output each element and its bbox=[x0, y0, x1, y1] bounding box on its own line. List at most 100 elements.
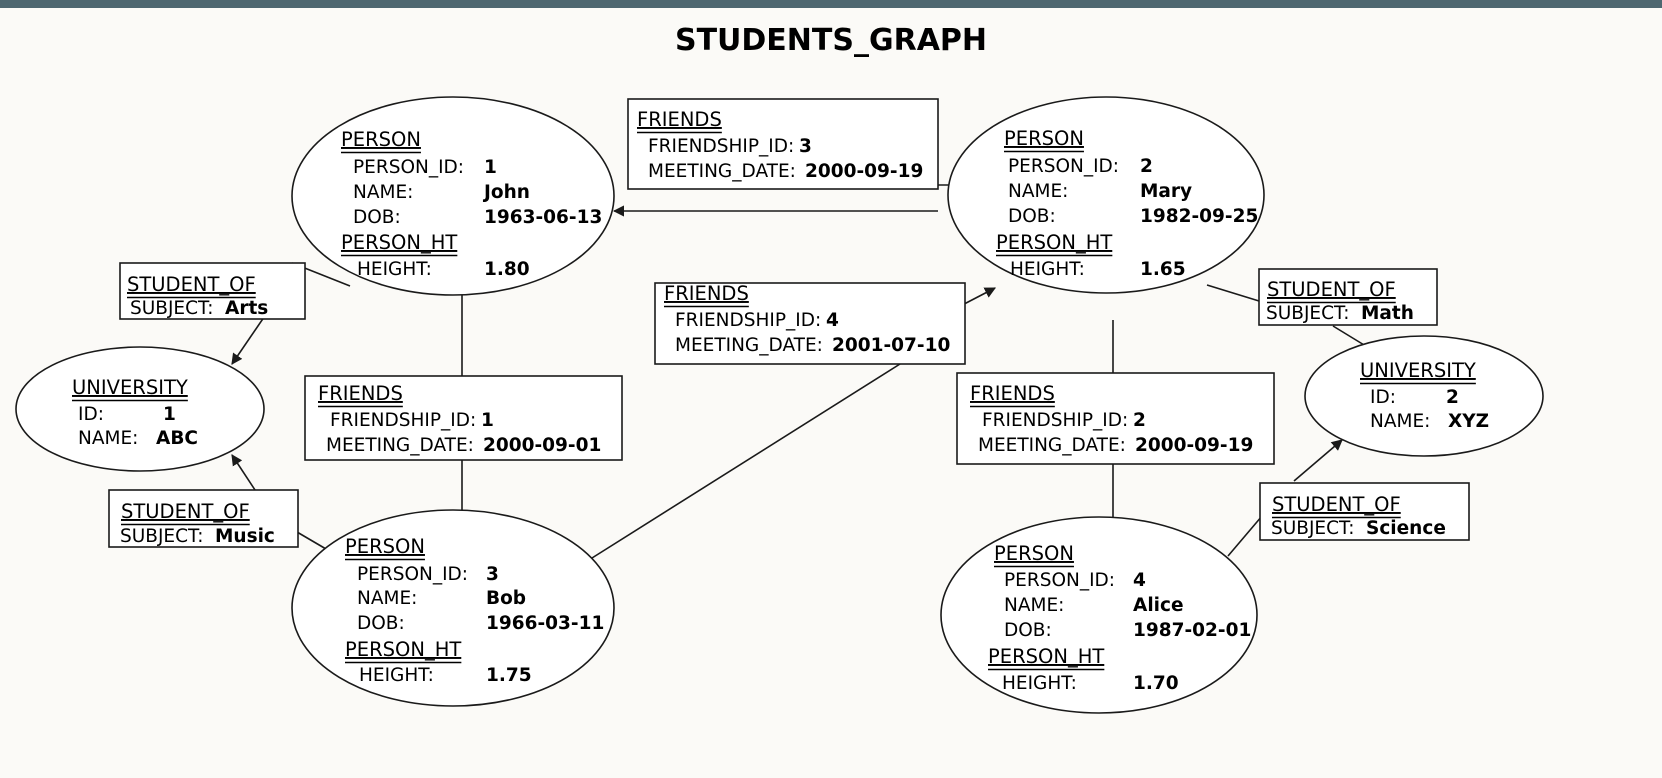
node-university1[interactable]: UNIVERSITY ID: 1 NAME: ABC bbox=[15, 346, 265, 472]
node-university2[interactable]: UNIVERSITY ID: 2 NAME: XYZ bbox=[1304, 335, 1544, 457]
edge-box-rect bbox=[1259, 482, 1470, 541]
edge-box-rect bbox=[119, 262, 306, 320]
row-value: 1 bbox=[163, 404, 176, 425]
row-value: 2000-09-01 bbox=[483, 435, 601, 456]
row-key: PERSON_ID: bbox=[1004, 570, 1115, 591]
row-value: 1.75 bbox=[486, 665, 532, 686]
row-key: ID: bbox=[78, 404, 104, 425]
node-person1[interactable]: PERSON PERSON_ID: 1 NAME: John DOB: 1963… bbox=[291, 96, 615, 296]
edge-label: STUDENT_OF bbox=[1272, 493, 1401, 516]
row-key: NAME: bbox=[1370, 411, 1430, 432]
row-key: MEETING_DATE: bbox=[648, 161, 796, 182]
row-key: NAME: bbox=[357, 588, 417, 609]
node-ellipse bbox=[291, 96, 615, 296]
row-value: XYZ bbox=[1448, 411, 1489, 432]
row-value: 2 bbox=[1140, 156, 1153, 177]
row-key: PERSON_ID: bbox=[357, 564, 468, 585]
row-value: 2 bbox=[1133, 410, 1146, 431]
edge-box-student-of-arts[interactable]: STUDENT_OF SUBJECT: Arts bbox=[119, 262, 306, 320]
row-value: 1.80 bbox=[484, 259, 530, 280]
connector-bob-to-friends4 bbox=[591, 363, 901, 559]
row-value: ABC bbox=[156, 428, 198, 449]
row-value: 4 bbox=[1133, 570, 1146, 591]
row-key: ID: bbox=[1370, 387, 1396, 408]
row-value: 1966-03-11 bbox=[486, 613, 604, 634]
row-value: John bbox=[482, 182, 530, 203]
row-key: SUBJECT: bbox=[1271, 518, 1355, 539]
node-label-secondary: PERSON_HT bbox=[345, 638, 461, 661]
row-value: Mary bbox=[1140, 181, 1192, 202]
row-value: Science bbox=[1366, 518, 1446, 539]
edge-label: STUDENT_OF bbox=[127, 273, 256, 296]
edge-box-student-of-music[interactable]: STUDENT_OF SUBJECT: Music bbox=[108, 489, 299, 548]
row-value: 1 bbox=[484, 157, 497, 178]
edge-box-rect bbox=[956, 372, 1275, 465]
row-value: Math bbox=[1361, 303, 1414, 324]
row-value: Alice bbox=[1133, 595, 1184, 616]
connector-student-of-science-to-university-xyz bbox=[1293, 439, 1343, 482]
row-key: DOB: bbox=[1004, 620, 1052, 641]
row-value: 4 bbox=[826, 310, 839, 331]
row-key: DOB: bbox=[357, 613, 405, 634]
row-value: Music bbox=[215, 526, 275, 547]
node-label-secondary: PERSON_HT bbox=[996, 231, 1112, 254]
connector-mary-to-student-of-math bbox=[1206, 284, 1260, 302]
edge-box-rect bbox=[108, 489, 299, 548]
row-key: SUBJECT: bbox=[120, 526, 204, 547]
row-key: HEIGHT: bbox=[1010, 259, 1085, 280]
row-key: HEIGHT: bbox=[357, 259, 432, 280]
node-person2[interactable]: PERSON PERSON_ID: 2 NAME: Mary DOB: 1982… bbox=[947, 96, 1265, 294]
row-key: NAME: bbox=[353, 182, 413, 203]
row-key: SUBJECT: bbox=[1266, 303, 1350, 324]
row-value: 3 bbox=[799, 136, 812, 157]
node-ellipse bbox=[15, 346, 265, 472]
node-label-secondary: PERSON_HT bbox=[988, 645, 1104, 668]
node-label-primary: UNIVERSITY bbox=[72, 376, 188, 399]
row-value: 2 bbox=[1446, 387, 1459, 408]
row-key: PERSON_ID: bbox=[1008, 156, 1119, 177]
row-key: FRIENDSHIP_ID: bbox=[648, 136, 794, 157]
node-label-primary: UNIVERSITY bbox=[1360, 359, 1476, 382]
row-key: HEIGHT: bbox=[359, 665, 434, 686]
row-value: 2000-09-19 bbox=[1135, 435, 1253, 456]
node-person3[interactable]: PERSON PERSON_ID: 3 NAME: Bob DOB: 1966-… bbox=[291, 509, 615, 707]
row-value: 1987-02-01 bbox=[1133, 620, 1251, 641]
edge-box-friends3[interactable]: FRIENDS FRIENDSHIP_ID: 3 MEETING_DATE: 2… bbox=[627, 98, 939, 190]
row-key: DOB: bbox=[353, 207, 401, 228]
row-key: HEIGHT: bbox=[1002, 673, 1077, 694]
row-key: SUBJECT: bbox=[130, 298, 214, 319]
edge-box-friends4[interactable]: FRIENDS FRIENDSHIP_ID: 4 MEETING_DATE: 2… bbox=[654, 282, 966, 365]
edge-box-student-of-science[interactable]: STUDENT_OF SUBJECT: Science bbox=[1259, 482, 1470, 541]
row-key: NAME: bbox=[1008, 181, 1068, 202]
edge-label: FRIENDS bbox=[318, 382, 403, 405]
node-person4[interactable]: PERSON PERSON_ID: 4 NAME: Alice DOB: 198… bbox=[940, 516, 1258, 714]
edge-box-friends2[interactable]: FRIENDS FRIENDSHIP_ID: 2 MEETING_DATE: 2… bbox=[956, 372, 1275, 465]
row-value: 1.65 bbox=[1140, 259, 1186, 280]
top-accent-bar bbox=[0, 0, 1662, 8]
edge-box-student-of-math[interactable]: STUDENT_OF SUBJECT: Math bbox=[1258, 268, 1438, 326]
row-value: 1963-06-13 bbox=[484, 207, 602, 228]
row-value: 2001-07-10 bbox=[832, 335, 950, 356]
node-label-primary: PERSON bbox=[341, 128, 421, 151]
row-value: 1 bbox=[481, 410, 494, 431]
edge-box-friends1[interactable]: FRIENDS FRIENDSHIP_ID: 1 MEETING_DATE: 2… bbox=[304, 375, 623, 461]
connector-alice-to-student-of-science bbox=[1227, 515, 1263, 557]
row-value: 1982-09-25 bbox=[1140, 206, 1258, 227]
node-label-secondary: PERSON_HT bbox=[341, 231, 457, 254]
edge-box-rect bbox=[654, 282, 966, 365]
node-label-primary: PERSON bbox=[1004, 127, 1084, 150]
node-label-primary: PERSON bbox=[994, 542, 1074, 565]
row-key: FRIENDSHIP_ID: bbox=[675, 310, 821, 331]
node-label-primary: PERSON bbox=[345, 535, 425, 558]
edge-box-rect bbox=[304, 375, 623, 461]
row-value: 2000-09-19 bbox=[805, 161, 923, 182]
row-value: Arts bbox=[225, 298, 268, 319]
row-value: Bob bbox=[486, 588, 526, 609]
row-value: 3 bbox=[486, 564, 499, 585]
row-key: NAME: bbox=[1004, 595, 1064, 616]
row-key: FRIENDSHIP_ID: bbox=[330, 410, 476, 431]
edge-box-rect bbox=[1258, 268, 1438, 326]
edge-label: FRIENDS bbox=[637, 108, 722, 131]
edge-label: FRIENDS bbox=[970, 382, 1055, 405]
row-key: MEETING_DATE: bbox=[326, 435, 474, 456]
